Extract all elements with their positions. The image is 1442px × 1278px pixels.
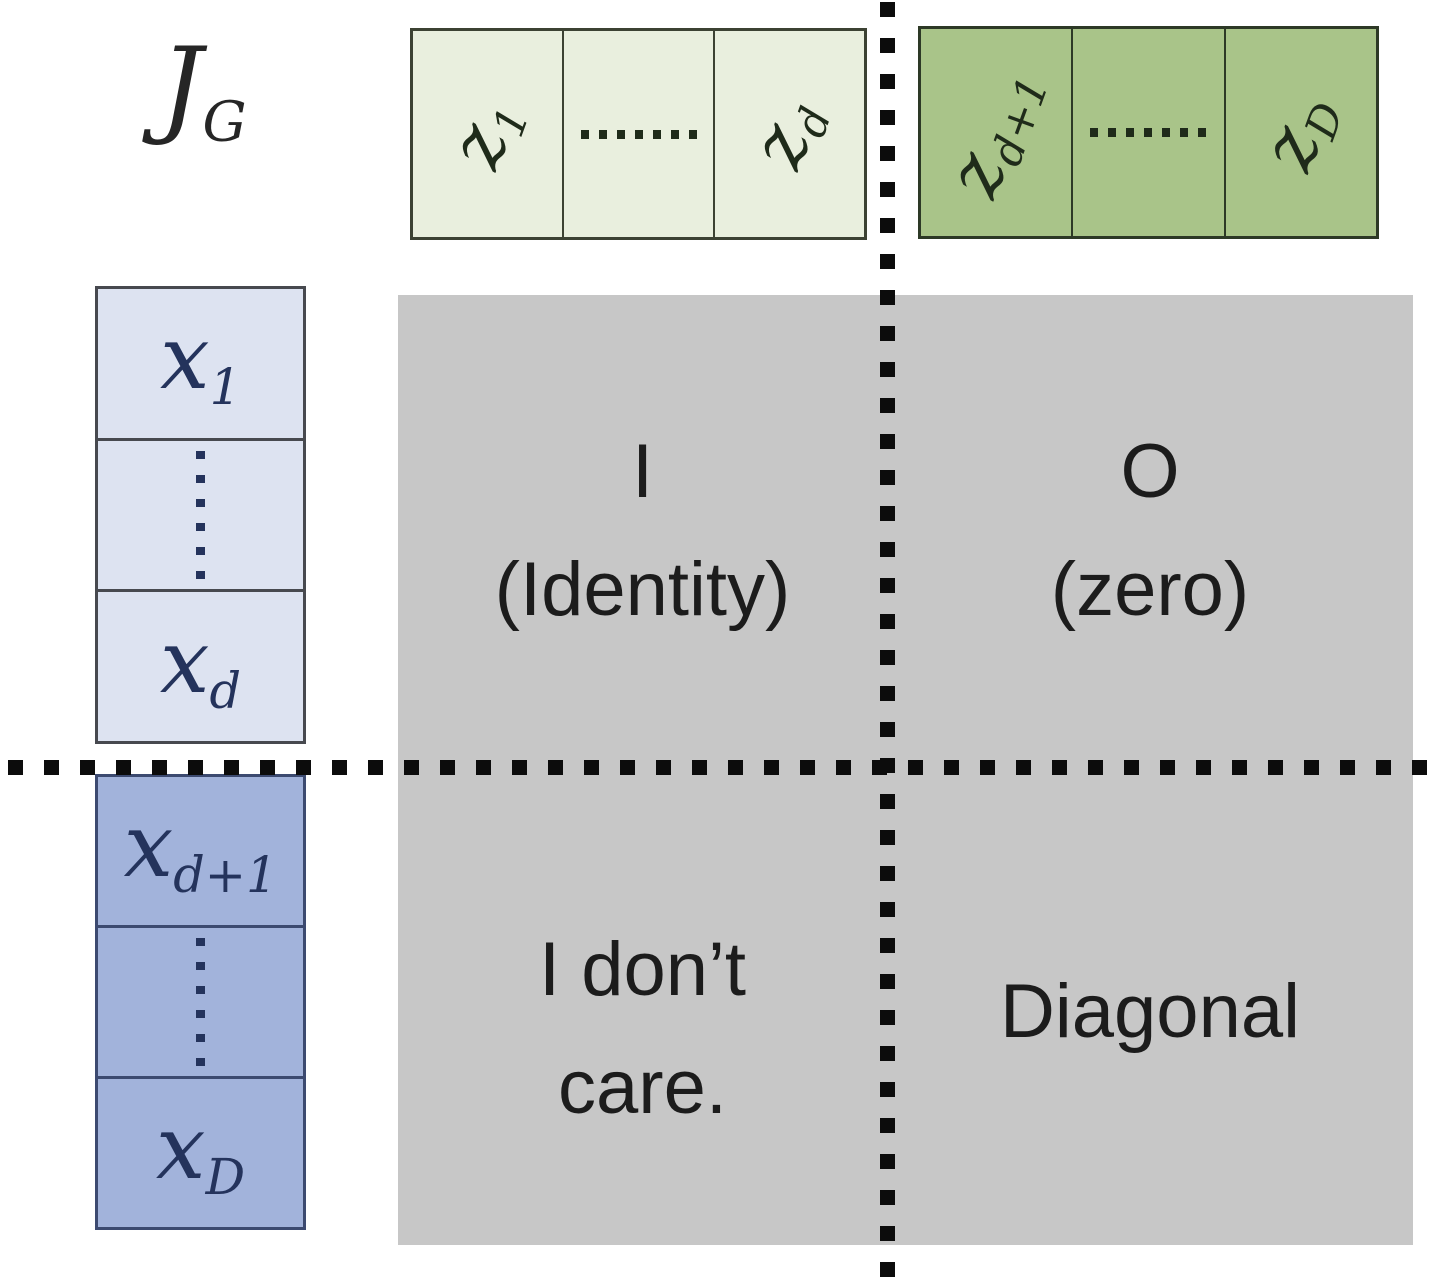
xd-sub: d [209,661,242,720]
row-cell-x1: x1 [98,289,303,438]
header-cell-ellipsis-left [562,31,713,237]
xD-label: xD [156,1103,245,1202]
horizontal-ellipsis-icon [580,129,697,139]
matrix-title: JG [160,34,247,150]
xd1-label: xd+1 [124,801,278,900]
x1-base: x [160,306,210,410]
quadrant-diagonal-line1: Diagonal [1000,969,1300,1055]
quadrant-dont-care-line2: care. [558,1044,727,1130]
x1-sub: 1 [209,358,241,417]
xD-sub: D [205,1147,246,1206]
quadrant-zero-line1: O [1120,429,1180,515]
quadrant-identity-line1: I [631,429,654,515]
vertical-ellipsis-icon [196,938,205,1066]
row-block-upper: x1 xd [95,286,306,744]
header-cell-ellipsis-right [1071,29,1223,236]
header-cell-z1: z1 [413,31,562,237]
quadrant-identity-line2: (Identity) [494,547,791,632]
quadrant-dont-care: I don’t care. [398,767,887,1245]
x1-label: x1 [160,314,241,412]
matrix-subscript: G [202,89,247,154]
vertical-ellipsis-icon [196,451,205,579]
header-cell-zd1: zd+1 [921,29,1071,236]
z1-label: z1 [432,89,540,179]
row-cell-ellipsis-lower [98,925,303,1076]
latent-header-block-left: z1 zd [410,28,867,240]
quadrant-diagonal: Diagonal [887,767,1413,1245]
zd-label: zd [734,89,842,179]
zD-label: zD [1244,84,1355,181]
quadrant-identity: I (Identity) [398,295,887,767]
xd1-sub: d+1 [173,845,278,904]
quadrant-zero-line2: (zero) [1050,547,1250,632]
horizontal-ellipsis-icon [1090,128,1207,137]
zd1-sub: d+1 [981,69,1060,172]
matrix-symbol: J [160,25,203,148]
xd1-base: x [123,793,174,897]
row-cell-ellipsis-upper [98,437,303,590]
row-partition-dotted-line [8,760,1442,775]
column-partition-dotted-line [880,2,895,1278]
xD-base: x [155,1095,206,1199]
quadrant-dont-care-line1: I don’t [538,926,747,1012]
zd1-label: zd+1 [930,58,1060,208]
quadrant-zero: O (zero) [887,295,1413,767]
header-cell-zD: zD [1223,29,1376,236]
xd-base: x [159,609,210,713]
row-cell-xd1: xd+1 [98,777,303,925]
header-cell-zd: zd [713,31,864,237]
latent-header-block-right: zd+1 zD [918,26,1379,239]
xd-label: xd [160,617,242,720]
row-block-lower: xd+1 xD [95,774,306,1230]
row-cell-xd: xd [98,589,303,741]
row-cell-xD: xD [98,1076,303,1227]
